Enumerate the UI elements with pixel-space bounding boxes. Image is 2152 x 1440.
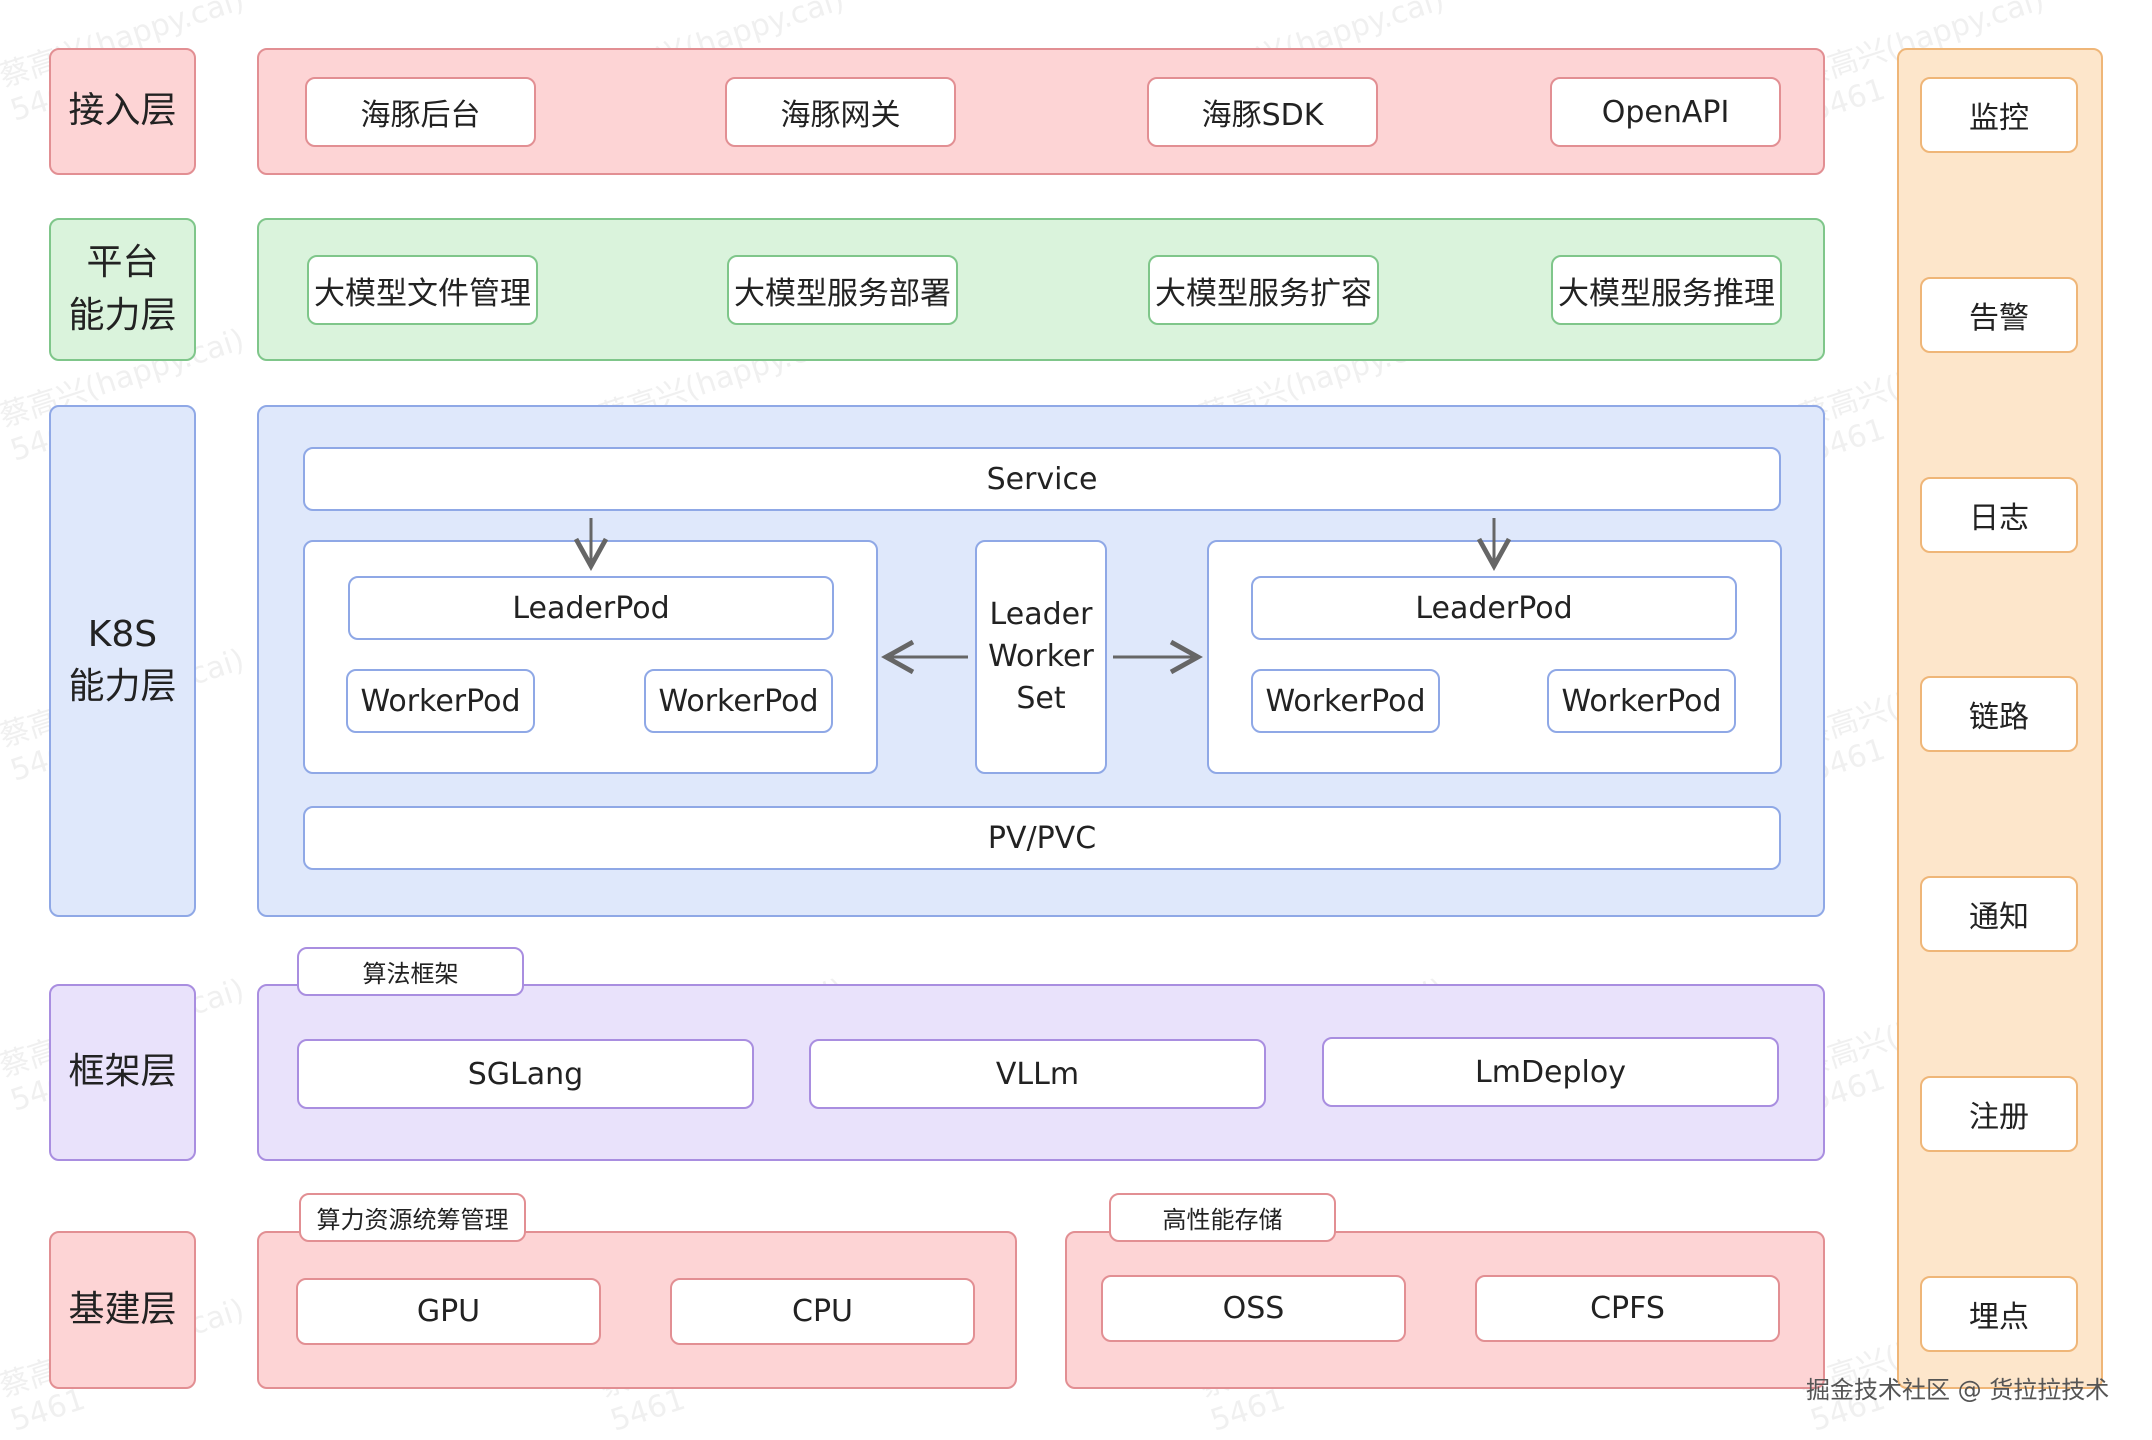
- k8s-left-worker-pod-a: WorkerPod: [346, 669, 535, 733]
- access-item-admin: 海豚后台: [305, 77, 536, 147]
- infra-compute-tag: 算力资源统筹管理: [299, 1193, 526, 1242]
- framework-item-sglang: SGLang: [297, 1039, 754, 1109]
- ops-item-tracing: 链路: [1920, 676, 2078, 752]
- ops-item-notify: 通知: [1920, 876, 2078, 952]
- layer-label-framework: 框架层: [49, 984, 196, 1161]
- infra-item-cpu: CPU: [670, 1278, 975, 1345]
- platform-item-deploy: 大模型服务部署: [727, 255, 958, 325]
- platform-item-inference: 大模型服务推理: [1551, 255, 1782, 325]
- ops-item-registry: 注册: [1920, 1076, 2078, 1152]
- infra-item-gpu: GPU: [296, 1278, 601, 1345]
- layer-label-infra: 基建层: [49, 1231, 196, 1389]
- framework-item-lmdeploy: LmDeploy: [1322, 1037, 1779, 1107]
- k8s-left-worker-pod-b: WorkerPod: [644, 669, 833, 733]
- layer-label-platform: 平台 能力层: [49, 218, 196, 361]
- k8s-leader-worker-set: Leader Worker Set: [975, 540, 1107, 774]
- ops-item-logging: 日志: [1920, 477, 2078, 553]
- infra-storage-tag: 高性能存储: [1109, 1193, 1336, 1242]
- k8s-service: Service: [303, 447, 1781, 511]
- infra-item-cpfs: CPFS: [1475, 1275, 1780, 1342]
- access-item-sdk: 海豚SDK: [1147, 77, 1378, 147]
- k8s-right-worker-pod-a: WorkerPod: [1251, 669, 1440, 733]
- k8s-left-leader-pod: LeaderPod: [348, 576, 834, 640]
- footer-credit: 掘金技术社区 @ 货拉拉技术: [1806, 1376, 2110, 1404]
- access-item-openapi: OpenAPI: [1550, 77, 1781, 147]
- framework-item-vllm: VLLm: [809, 1039, 1266, 1109]
- access-item-gateway: 海豚网关: [725, 77, 956, 147]
- k8s-pv-pvc: PV/PVC: [303, 806, 1781, 870]
- ops-item-tracking: 埋点: [1920, 1276, 2078, 1352]
- layer-label-k8s: K8S 能力层: [49, 405, 196, 917]
- infra-item-oss: OSS: [1101, 1275, 1406, 1342]
- k8s-right-leader-pod: LeaderPod: [1251, 576, 1737, 640]
- platform-item-file-mgmt: 大模型文件管理: [307, 255, 538, 325]
- layer-label-access: 接入层: [49, 48, 196, 175]
- ops-item-monitoring: 监控: [1920, 77, 2078, 153]
- framework-tag: 算法框架: [297, 947, 524, 996]
- k8s-right-worker-pod-b: WorkerPod: [1547, 669, 1736, 733]
- platform-item-scale: 大模型服务扩容: [1148, 255, 1379, 325]
- ops-item-alerting: 告警: [1920, 277, 2078, 353]
